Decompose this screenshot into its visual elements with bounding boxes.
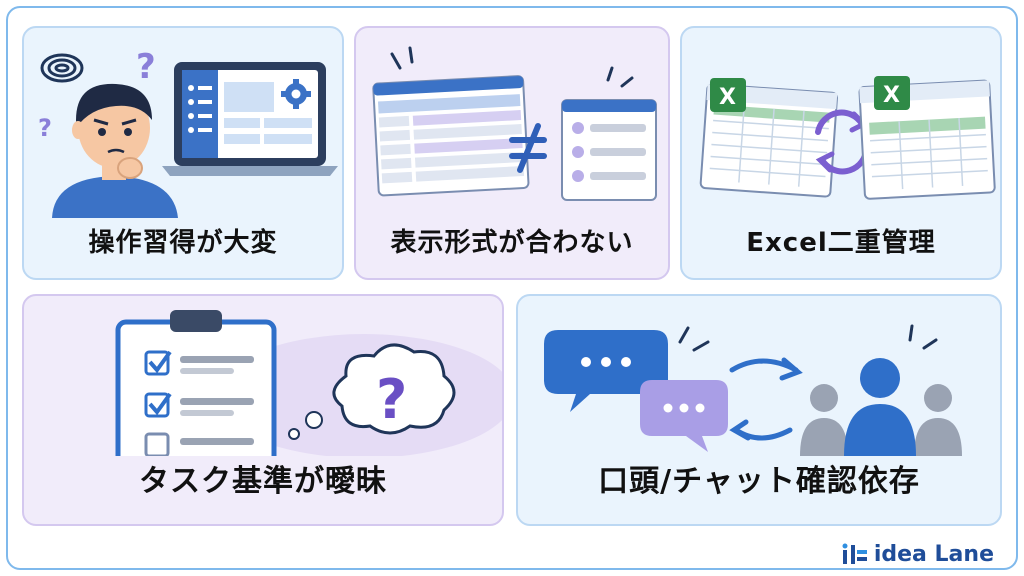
excel-logo-icon: X	[874, 76, 910, 110]
gear-icon	[281, 79, 311, 109]
idea-lane-logo-icon	[842, 543, 867, 564]
arrow-left-icon	[729, 419, 793, 441]
emphasis-lines-icon	[390, 46, 634, 88]
checkbox-checked-icon	[144, 350, 172, 376]
card-excel-double-management: X X Excel二重管理	[680, 26, 1002, 280]
logo-text: idea Lane	[873, 541, 994, 567]
clipboard-icon	[115, 310, 277, 456]
chat-bubble-icon	[640, 380, 728, 452]
chat-people-illustration	[544, 324, 962, 456]
emphasis-lines-icon	[678, 324, 938, 352]
chat-bubble-icon	[544, 330, 668, 412]
card-ambiguous-task-criteria: ? タスク基準が曖昧	[22, 294, 504, 526]
question-mark-icon: ?	[38, 114, 52, 142]
card-caption: 表示形式が合わない	[390, 228, 634, 258]
clipboard-thought-illustration: ?	[115, 310, 502, 456]
card-display-mismatch: 表示形式が合わない	[354, 26, 670, 280]
table-not-equal-list-illustration	[372, 46, 657, 201]
confused-person-laptop-illustration: ? ?	[38, 47, 338, 218]
card-verbal-chat-dependence: 口頭/チャット確認依存	[516, 294, 1002, 526]
arrow-right-icon	[729, 357, 803, 381]
checkbox-checked-icon	[144, 392, 172, 418]
question-mark-icon: ?	[376, 368, 407, 431]
laptop-icon	[162, 62, 338, 176]
card-caption: Excel二重管理	[746, 228, 936, 258]
list-window-icon	[561, 99, 657, 201]
people-group-icon	[800, 358, 962, 456]
card-caption: 操作習得が大変	[88, 228, 278, 258]
card-caption: 口頭/チャット確認依存	[598, 464, 920, 499]
svg-text:X: X	[883, 83, 900, 108]
checkbox-empty-icon	[144, 432, 170, 456]
question-mark-icon: ?	[136, 47, 156, 87]
card-hard-to-learn: ? ?	[22, 26, 344, 280]
confusion-swirl-icon	[40, 53, 84, 83]
card-caption: タスク基準が曖昧	[139, 464, 387, 499]
not-equal-icon	[509, 123, 547, 173]
spreadsheet-window-icon	[372, 75, 530, 197]
excel-logo-icon: X	[710, 78, 746, 112]
brand-logo: idea Lane	[842, 540, 994, 568]
svg-text:X: X	[719, 85, 736, 110]
excel-sync-illustration: X X	[699, 76, 996, 200]
excel-sheet-icon	[858, 79, 996, 200]
confused-person-icon	[52, 83, 178, 218]
thought-bubble-icon: ?	[288, 343, 456, 440]
